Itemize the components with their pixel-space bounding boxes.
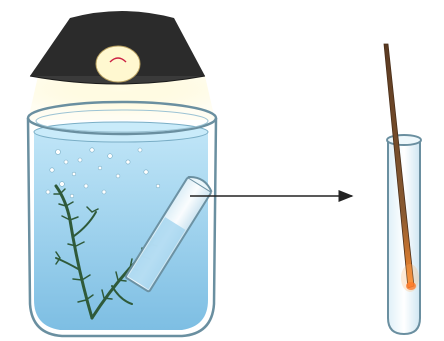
lamp-icon [30, 11, 205, 84]
bulb-icon [96, 46, 140, 82]
test-tube-with-splint-icon [384, 44, 421, 334]
